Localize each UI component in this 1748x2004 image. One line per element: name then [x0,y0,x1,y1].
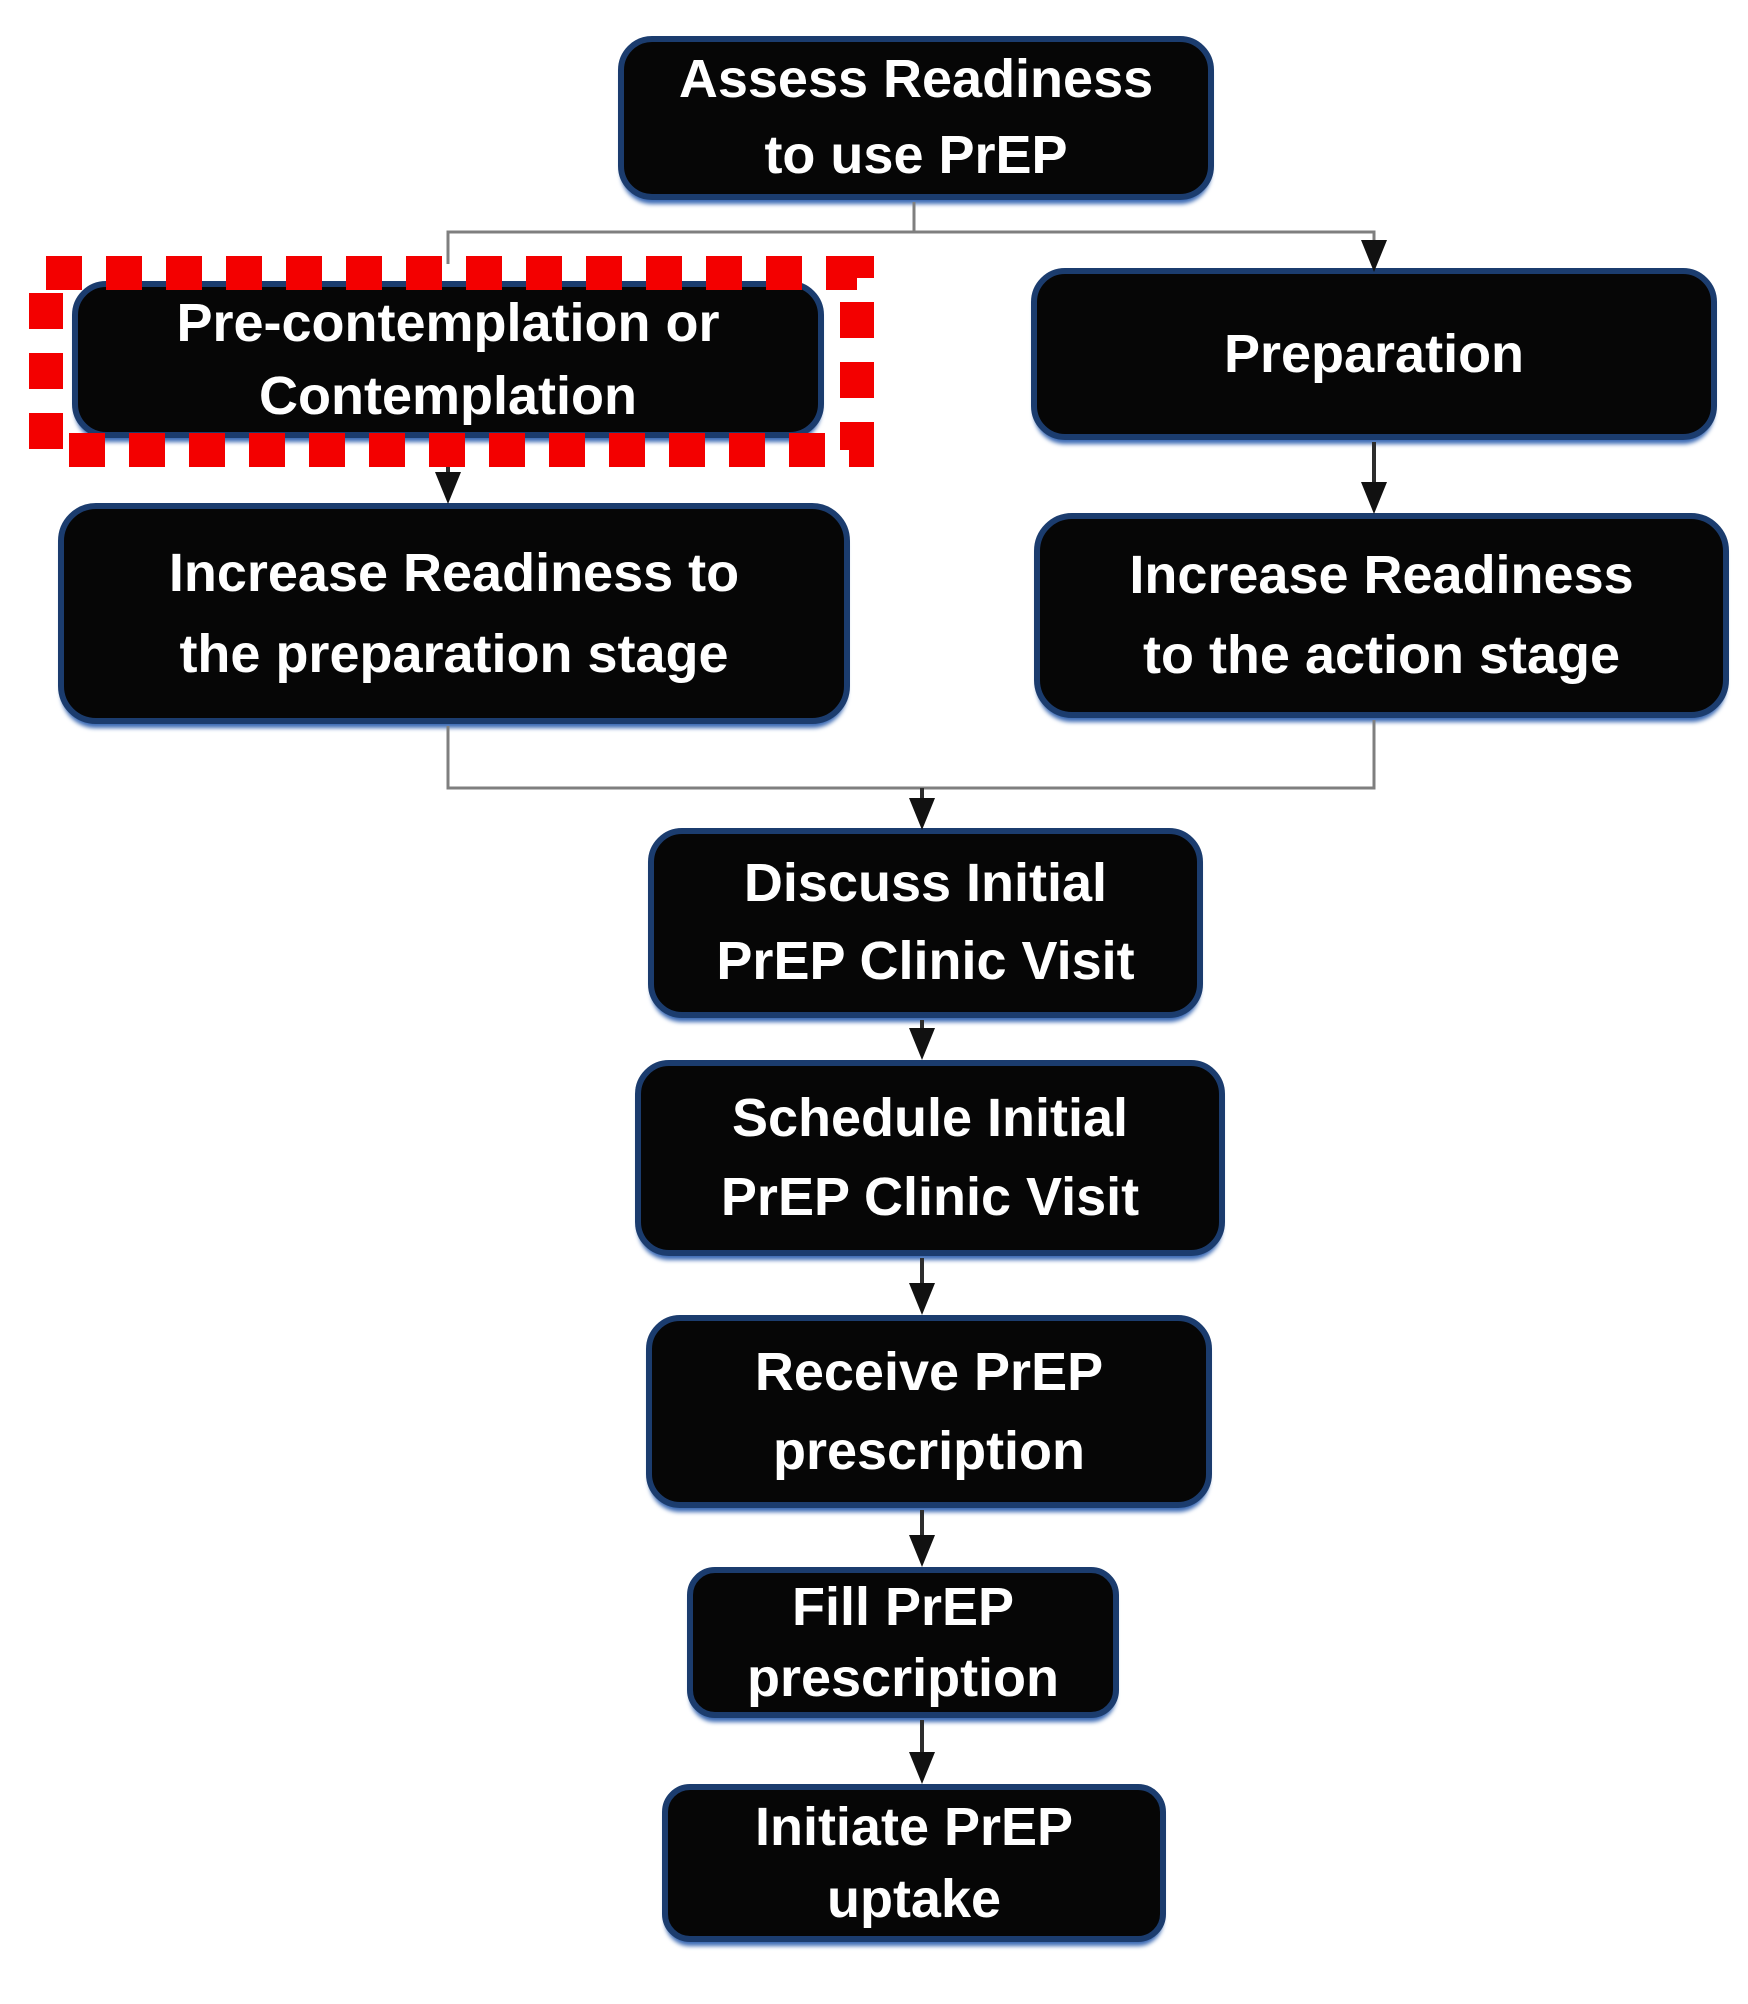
node-preparation: Preparation [1031,268,1717,440]
node-schedule-visit: Schedule Initial PrEP Clinic Visit [635,1060,1225,1256]
node-label-line: uptake [826,1869,1002,1929]
node-label-line: to the action stage [1142,624,1621,685]
node-label-line: Receive PrEP [754,1341,1104,1402]
node-label-line: the preparation stage [179,623,729,684]
node-label-line: PrEP Clinic Visit [720,1167,1140,1227]
node-assess-readiness: Assess Readiness to use PrEP [618,36,1214,200]
node-label-line: prescription [772,1420,1086,1481]
node-label-line: Increase Readiness to [168,542,740,603]
node-label-line: Assess Readiness [678,49,1154,110]
edge-assess-preparation [914,230,1387,272]
node-label-line: Pre-contemplation or [176,293,720,354]
node-label-line: to use PrEP [764,125,1068,185]
node-label-line: Increase Readiness [1129,544,1634,605]
node-discuss-visit: Discuss Initial PrEP Clinic Visit [648,828,1203,1018]
node-initiate-uptake: Initiate PrEP uptake [662,1784,1166,1942]
node-increase-readiness-action: Increase Readiness to the action stage [1034,513,1729,718]
node-label-line: Preparation [1223,323,1525,384]
node-increase-readiness-preparation: Increase Readiness to the preparation st… [58,503,850,724]
node-label-line: Contemplation [259,365,637,426]
node-label-line: Schedule Initial [731,1088,1129,1149]
node-label-line: Initiate PrEP [754,1796,1074,1857]
node-label-line: PrEP Clinic Visit [716,931,1135,991]
node-fill-prescription: Fill PrEP prescription [687,1567,1119,1718]
edge-assess-precontemplation [446,202,916,264]
node-precontemplation: Pre-contemplation or Contemplation [72,281,824,438]
edge-merge-elbow [446,720,1376,790]
node-receive-prescription: Receive PrEP prescription [646,1315,1212,1508]
node-label-line: Fill PrEP [791,1577,1015,1638]
node-label-line: Discuss Initial [743,853,1108,914]
node-label-line: prescription [746,1647,1060,1708]
